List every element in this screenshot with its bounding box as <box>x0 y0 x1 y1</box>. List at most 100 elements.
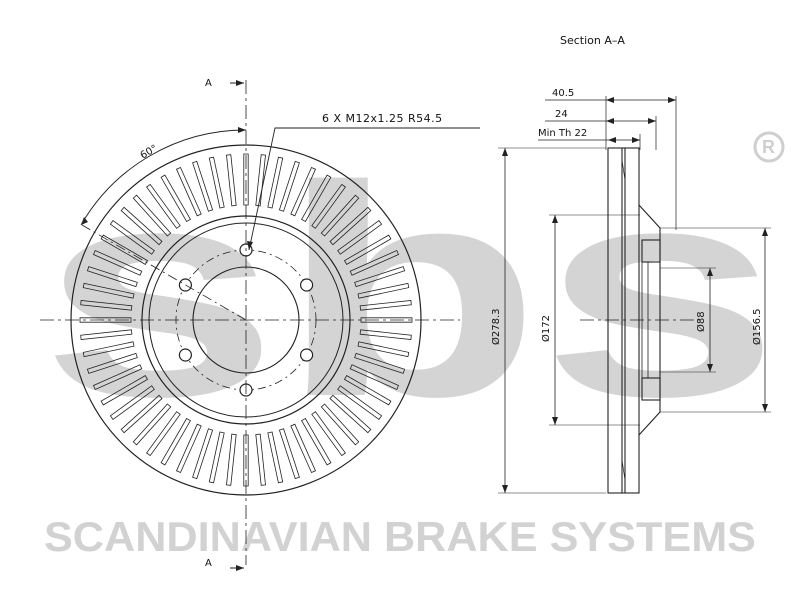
registered-letter: R <box>762 137 775 157</box>
bolt-hole <box>300 278 314 292</box>
cooling-vane <box>146 411 181 457</box>
cooling-vane <box>160 417 191 466</box>
cooling-vane <box>337 385 383 420</box>
cooling-vane <box>192 160 214 212</box>
dim-hat-outer-label: Ø156.5 <box>751 309 763 346</box>
cooling-vane <box>146 183 181 229</box>
cooling-vane <box>278 160 300 212</box>
bolt-spec-leader <box>248 127 480 251</box>
cooling-vane <box>301 417 332 466</box>
cooling-vane <box>255 154 266 207</box>
vane-hint-2 <box>621 459 626 481</box>
cooling-vane <box>343 234 392 265</box>
cooling-vane <box>255 433 266 486</box>
dim-min-th-arrow-left <box>608 137 616 143</box>
dim-hat-outer-arrow-top <box>762 228 768 236</box>
angle-arrow-top <box>238 127 246 133</box>
outer-friction-plate <box>624 147 640 494</box>
cooling-vane <box>301 174 332 223</box>
cooling-vane <box>290 166 317 217</box>
angle-arc <box>80 129 247 226</box>
section-marker-top: A <box>205 78 212 89</box>
cooling-vane <box>343 375 392 406</box>
angle-ray <box>81 224 247 321</box>
cooling-vane <box>354 352 406 374</box>
cooling-vane <box>79 317 132 323</box>
cooling-vane <box>208 431 225 484</box>
dim-min-thickness-label: Min Th 22 <box>538 128 587 139</box>
cooling-vane <box>243 153 249 206</box>
dim-hat-outer-arrow-bottom <box>762 404 768 412</box>
cooling-vane <box>109 220 155 255</box>
section-arrow-bottom <box>236 565 244 571</box>
dim-bore-label: Ø88 <box>695 311 707 332</box>
cooling-vane <box>109 385 155 420</box>
cooling-vane <box>80 329 133 340</box>
bolt-hole <box>300 348 314 362</box>
cooling-vane <box>120 394 163 434</box>
cooling-vane <box>359 329 412 340</box>
cooling-vane <box>278 428 300 480</box>
dim-hat-diameter-label: Ø172 <box>540 315 552 342</box>
cooling-vane <box>359 300 412 311</box>
cooling-vane <box>175 166 202 217</box>
section-title: Section A–A <box>560 34 625 47</box>
dim-outer-diameter-label: Ø278.3 <box>490 309 502 346</box>
cooling-vane <box>311 411 346 457</box>
section-view <box>498 96 771 494</box>
angle-arrow-left <box>81 217 88 225</box>
cooling-vane <box>86 352 138 374</box>
cooling-vane <box>208 156 225 209</box>
sbs-logo-text: sbs <box>40 123 780 459</box>
cooling-vane <box>337 220 383 255</box>
dim-40-5-arrow-right <box>668 97 676 103</box>
registered-mark-group: R <box>753 131 785 163</box>
cooling-vane <box>320 194 360 237</box>
registered-circle <box>753 131 785 163</box>
dim-outer-arrow-top <box>502 148 508 156</box>
dim-hat-arrow-top <box>552 215 558 223</box>
dim-40-5-arrow-left <box>606 97 614 103</box>
company-name-watermark: SCANDINAVIAN BRAKE SYSTEMS <box>44 513 756 560</box>
section-arrow-top <box>236 80 244 86</box>
inner-friction-plate <box>607 147 623 494</box>
cooling-vane <box>82 341 135 358</box>
dim-min-th-arrow-right <box>632 137 640 143</box>
dim-bore-arrow-top <box>707 268 713 276</box>
cooling-vane <box>86 266 138 288</box>
cooling-vane <box>311 183 346 229</box>
dim-overall-height-label: 40.5 <box>552 88 574 99</box>
sbs-watermark-logo: sbs <box>40 123 780 459</box>
cooling-vane <box>267 431 284 484</box>
hat-step-lower <box>641 377 661 401</box>
cooling-vane <box>160 174 191 223</box>
cooling-vane <box>226 433 237 486</box>
cooling-vane <box>120 206 163 246</box>
cooling-vane <box>100 234 149 265</box>
bolt-leader-arrow <box>247 241 253 250</box>
cooling-vane <box>82 282 135 299</box>
cooling-vane <box>329 206 372 246</box>
cooling-vane <box>132 403 172 446</box>
cooling-vane <box>360 317 413 323</box>
cooling-vane <box>357 282 410 299</box>
cooling-vane <box>80 300 133 311</box>
cooling-vane <box>175 423 202 474</box>
section-marker-bottom: A <box>205 558 212 569</box>
front-view <box>40 80 480 571</box>
cooling-vane <box>226 154 237 207</box>
cooling-vane <box>267 156 284 209</box>
bolt-hole <box>178 348 192 362</box>
cooling-vane <box>243 434 249 487</box>
cooling-vane <box>357 341 410 358</box>
cooling-vane <box>92 249 143 276</box>
cooling-vane <box>290 423 317 474</box>
dim-hat-arrow-bottom <box>552 417 558 425</box>
dim-outer-arrow-bottom <box>502 485 508 493</box>
vane-hint-1 <box>621 159 626 181</box>
bolt-spec-label: 6 X M12x1.25 R54.5 <box>322 112 443 125</box>
cooling-vanes <box>79 153 413 487</box>
cooling-vane <box>349 364 400 391</box>
cooling-vane <box>192 428 214 480</box>
